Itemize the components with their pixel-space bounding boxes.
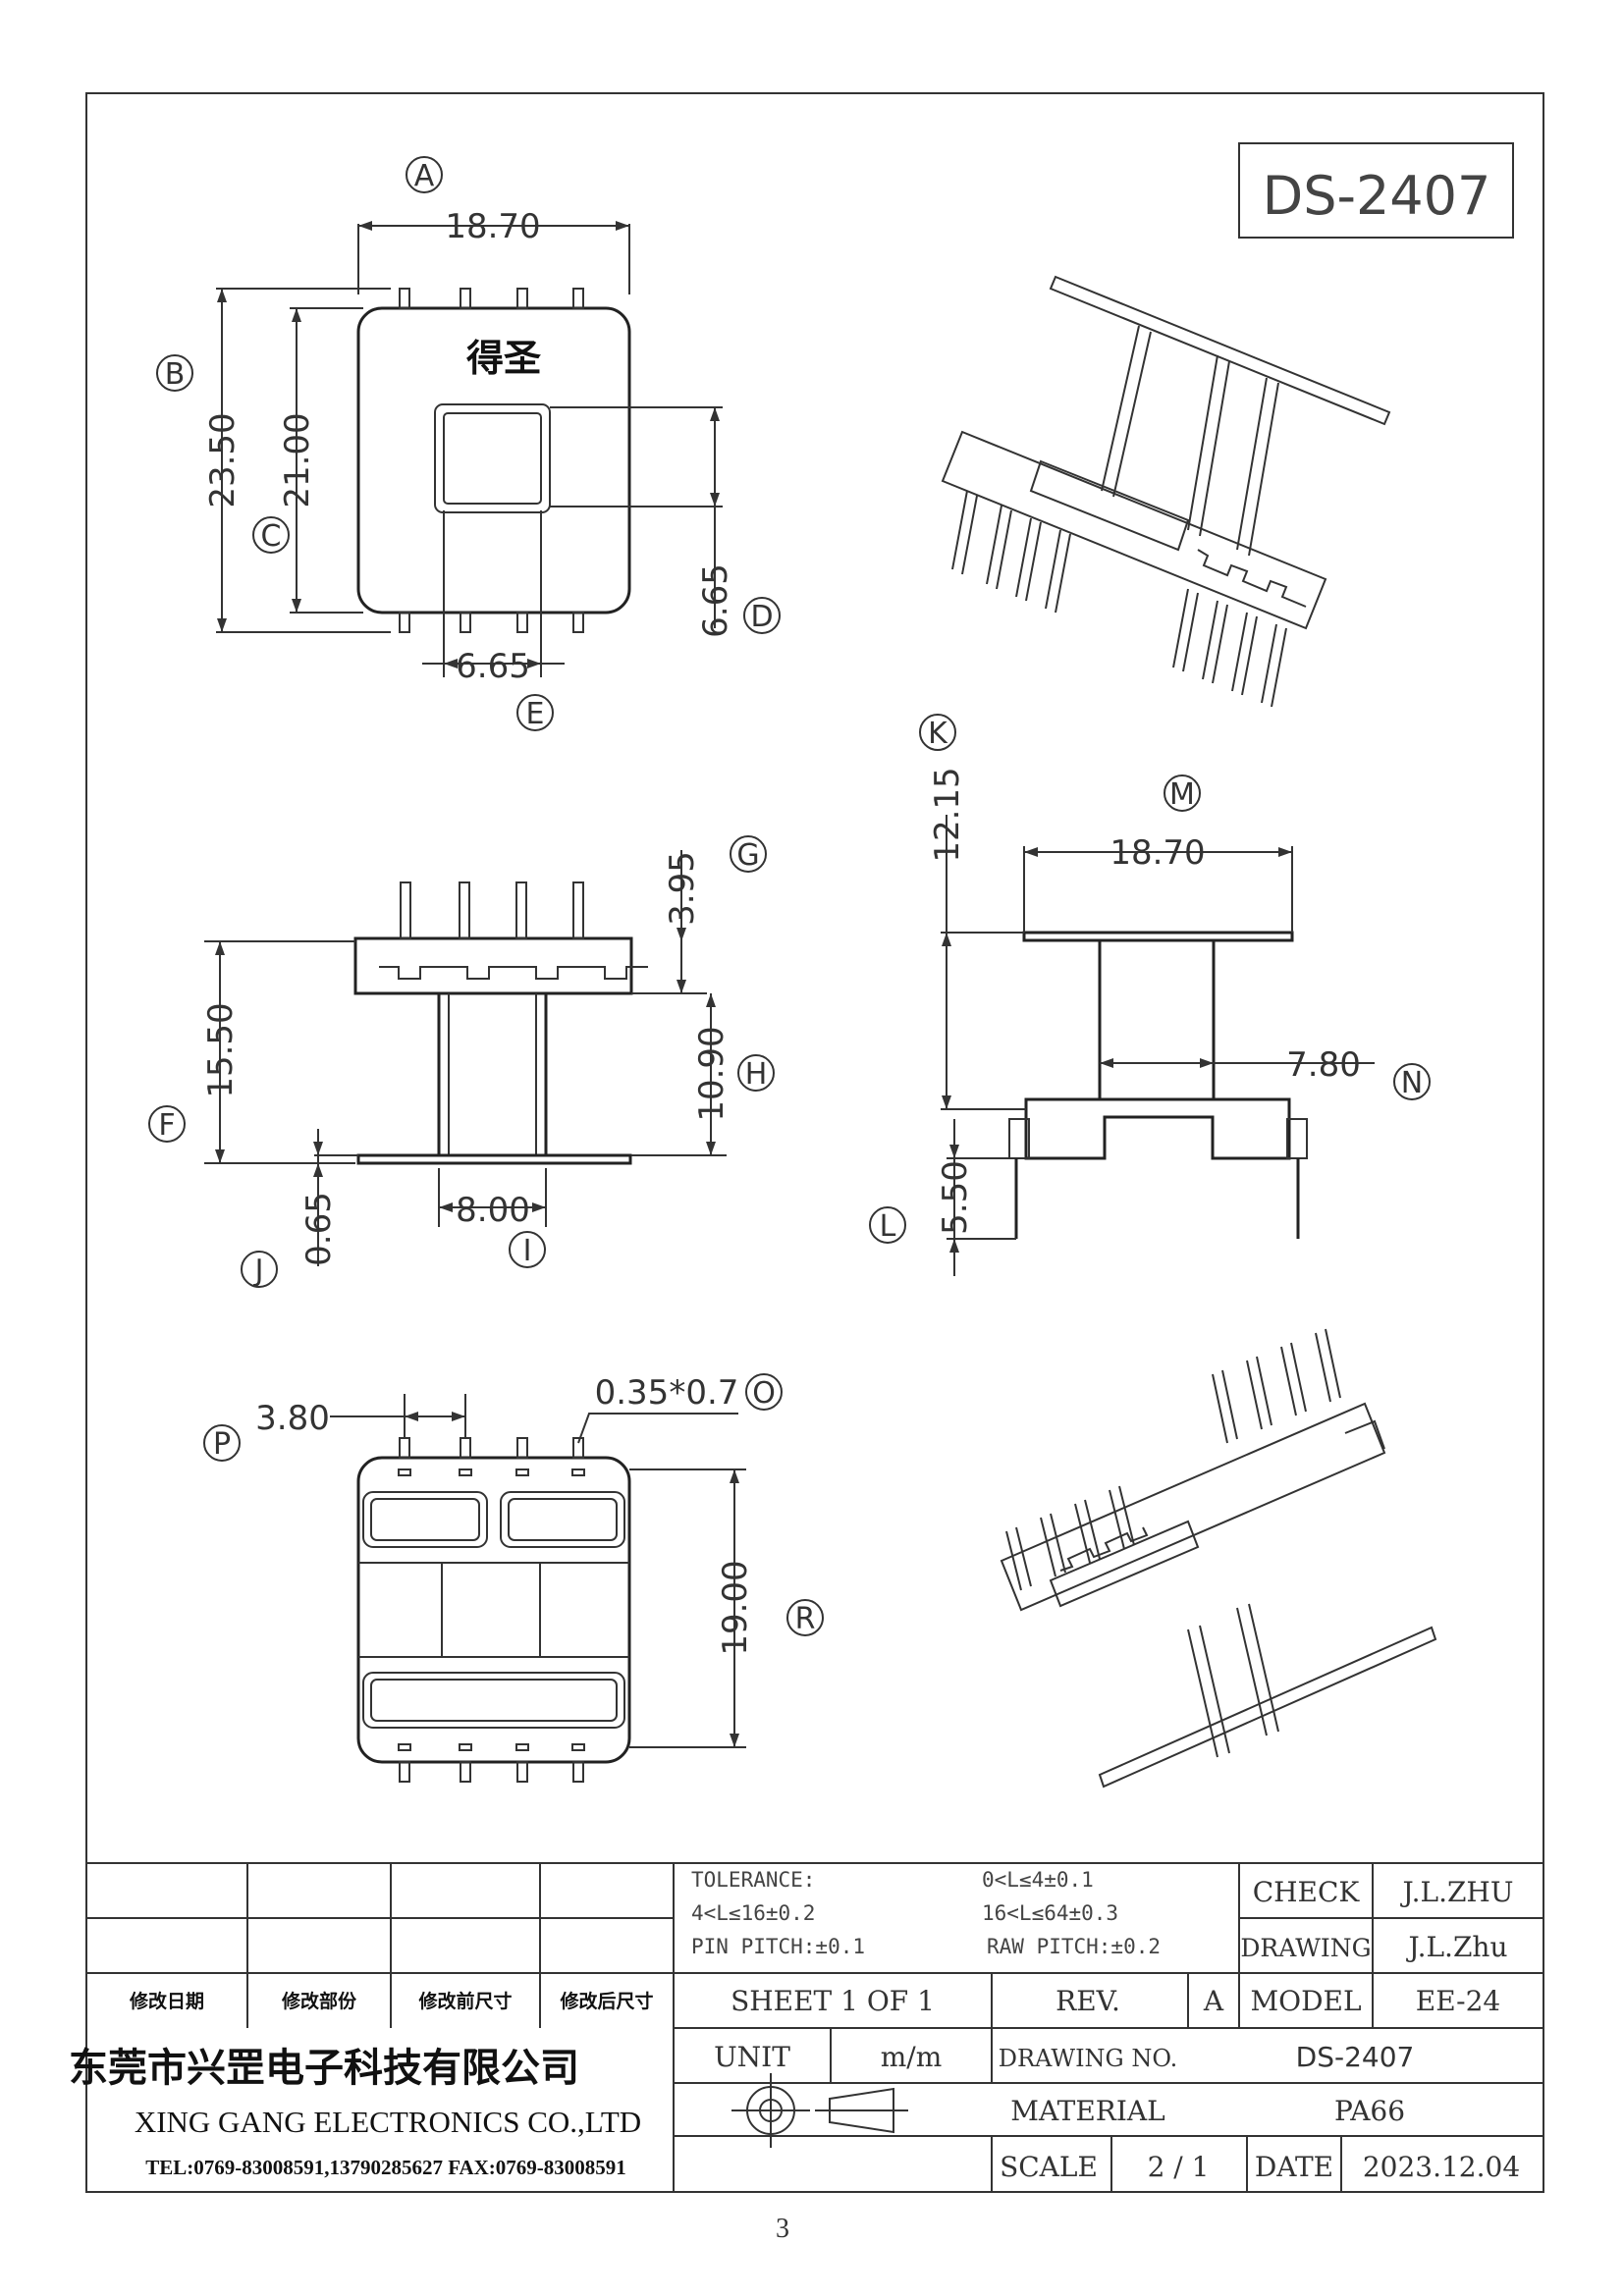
svg-text:R: R [795, 1602, 816, 1636]
isometric-view-top [941, 275, 1391, 708]
svg-text:O: O [752, 1376, 776, 1411]
rev-value: A [1203, 1985, 1224, 2017]
pin-pitch: PIN PITCH:±0.1 [691, 1935, 865, 1958]
svg-text:I: I [523, 1234, 532, 1268]
model-value: EE-24 [1416, 1985, 1501, 2017]
page-number: 3 [776, 2214, 789, 2244]
rev-header-after: 修改后尺寸 [559, 1990, 653, 2012]
dim-H: 10.90 [692, 1026, 731, 1121]
callout-F: F [148, 1105, 186, 1143]
drawing-value: J.L.Zhu [1406, 1931, 1508, 1963]
dim-C: 21.00 [278, 412, 317, 507]
brand-mark: 得圣 [466, 337, 541, 380]
material-label: MATERIAL [1010, 2095, 1164, 2127]
tolerance-range-3: 16<L≤64±0.3 [982, 1901, 1118, 1925]
callout-L: L [869, 1206, 906, 1244]
sheet-text: SHEET 1 OF 1 [731, 1985, 935, 2017]
dim-K: 12.15 [928, 767, 967, 862]
material-value: PA66 [1334, 2095, 1405, 2127]
date-value: 2023.12.04 [1363, 2151, 1520, 2183]
svg-text:G: G [736, 838, 759, 873]
top-view: 得圣 18.70 23.50 21.00 6.65 6.65 [203, 207, 735, 686]
drawing-frame [85, 92, 1544, 2193]
callout-M: M [1164, 774, 1201, 812]
svg-text:C: C [261, 519, 282, 554]
bottom-view: 3.80 0.35*0.7 19.00 [255, 1373, 755, 1783]
front-view: 15.50 3.95 10.90 8.00 0.65 [201, 850, 731, 1266]
raw-pitch: RAW PITCH:±0.2 [987, 1935, 1161, 1958]
contact-line: TEL:0769-83008591,13790285627 FAX:0769-8… [145, 2156, 626, 2179]
dim-P: 3.80 [255, 1399, 330, 1438]
tolerance-range-1: 0<L≤4±0.1 [982, 1868, 1094, 1892]
callout-P: P [203, 1424, 241, 1462]
scale-value: 2 / 1 [1148, 2151, 1210, 2183]
rev-header-before: 修改前尺寸 [417, 1990, 512, 2012]
dim-D: 6.65 [696, 563, 735, 638]
svg-text:M: M [1169, 777, 1195, 812]
callouts: A B C D E F G H I J K L M N O P R [148, 156, 1431, 1636]
svg-text:J: J [253, 1254, 264, 1288]
title-block: TOLERANCE: 0<L≤4±0.1 4<L≤16±0.2 16<L≤64±… [69, 1862, 1543, 2192]
dim-L: 5.50 [936, 1160, 975, 1235]
callout-J: J [241, 1251, 278, 1288]
rev-label: REV. [1056, 1985, 1120, 2017]
callout-O: O [745, 1373, 783, 1411]
callout-A: A [406, 156, 443, 193]
unit-label: UNIT [714, 2041, 790, 2073]
dim-N: 7.80 [1286, 1045, 1361, 1085]
rev-header-date: 修改日期 [129, 1990, 204, 2012]
dim-E: 6.65 [456, 647, 530, 686]
drawing-number-text: DS-2407 [1263, 165, 1491, 227]
dim-I: 8.00 [456, 1191, 530, 1230]
company-name-cn: 东莞市兴罡电子科技有限公司 [69, 2046, 579, 2091]
drawing-number-box [1238, 142, 1514, 239]
callout-N: N [1393, 1063, 1431, 1100]
tolerance-range-2: 4<L≤16±0.2 [691, 1901, 815, 1925]
dim-O: 0.35*0.7 [595, 1373, 739, 1413]
dim-G: 3.95 [663, 851, 702, 926]
dim-M: 18.70 [1110, 833, 1205, 873]
callout-K: K [919, 714, 956, 751]
svg-text:D: D [750, 600, 773, 634]
scale-label: SCALE [1000, 2151, 1098, 2183]
dim-A: 18.70 [445, 207, 540, 246]
tolerance-label: TOLERANCE: [691, 1868, 815, 1892]
svg-text:E: E [526, 697, 545, 731]
svg-text:K: K [928, 717, 948, 751]
unit-value: m/m [881, 2041, 943, 2073]
side-view: 18.70 12.15 7.80 5.50 [928, 767, 1375, 1276]
callout-D: D [743, 597, 781, 634]
callout-B: B [156, 354, 193, 392]
svg-text:P: P [213, 1427, 231, 1462]
svg-text:F: F [158, 1108, 175, 1143]
svg-text:N: N [1401, 1066, 1423, 1100]
callout-R: R [786, 1599, 824, 1636]
isometric-view-bottom [1000, 1328, 1437, 1789]
check-value: J.L.ZHU [1400, 1876, 1514, 1908]
date-label: DATE [1255, 2151, 1333, 2183]
callout-H: H [737, 1054, 775, 1092]
check-label: CHECK [1253, 1876, 1361, 1908]
dim-B: 23.50 [203, 412, 243, 507]
projection-symbol [731, 2073, 908, 2148]
callout-G: G [730, 835, 767, 873]
drawing-label: DRAWING [1240, 1934, 1371, 1962]
drawing-no-label: DRAWING NO. [999, 2045, 1178, 2072]
dim-F: 15.50 [201, 1002, 241, 1097]
company-name-en: XING GANG ELECTRONICS CO.,LTD [135, 2105, 641, 2139]
drawing-no-value: DS-2407 [1296, 2041, 1415, 2073]
svg-text:L: L [880, 1209, 896, 1244]
dim-J: 0.65 [299, 1192, 339, 1266]
rev-header-part: 修改部份 [281, 1990, 357, 2012]
callout-C: C [252, 516, 290, 554]
model-label: MODEL [1250, 1985, 1361, 2017]
callout-E: E [516, 694, 554, 731]
svg-text:B: B [165, 357, 186, 392]
svg-text:A: A [414, 159, 435, 193]
callout-I: I [509, 1231, 546, 1268]
svg-text:H: H [745, 1057, 768, 1092]
dim-R: 19.00 [716, 1560, 755, 1655]
